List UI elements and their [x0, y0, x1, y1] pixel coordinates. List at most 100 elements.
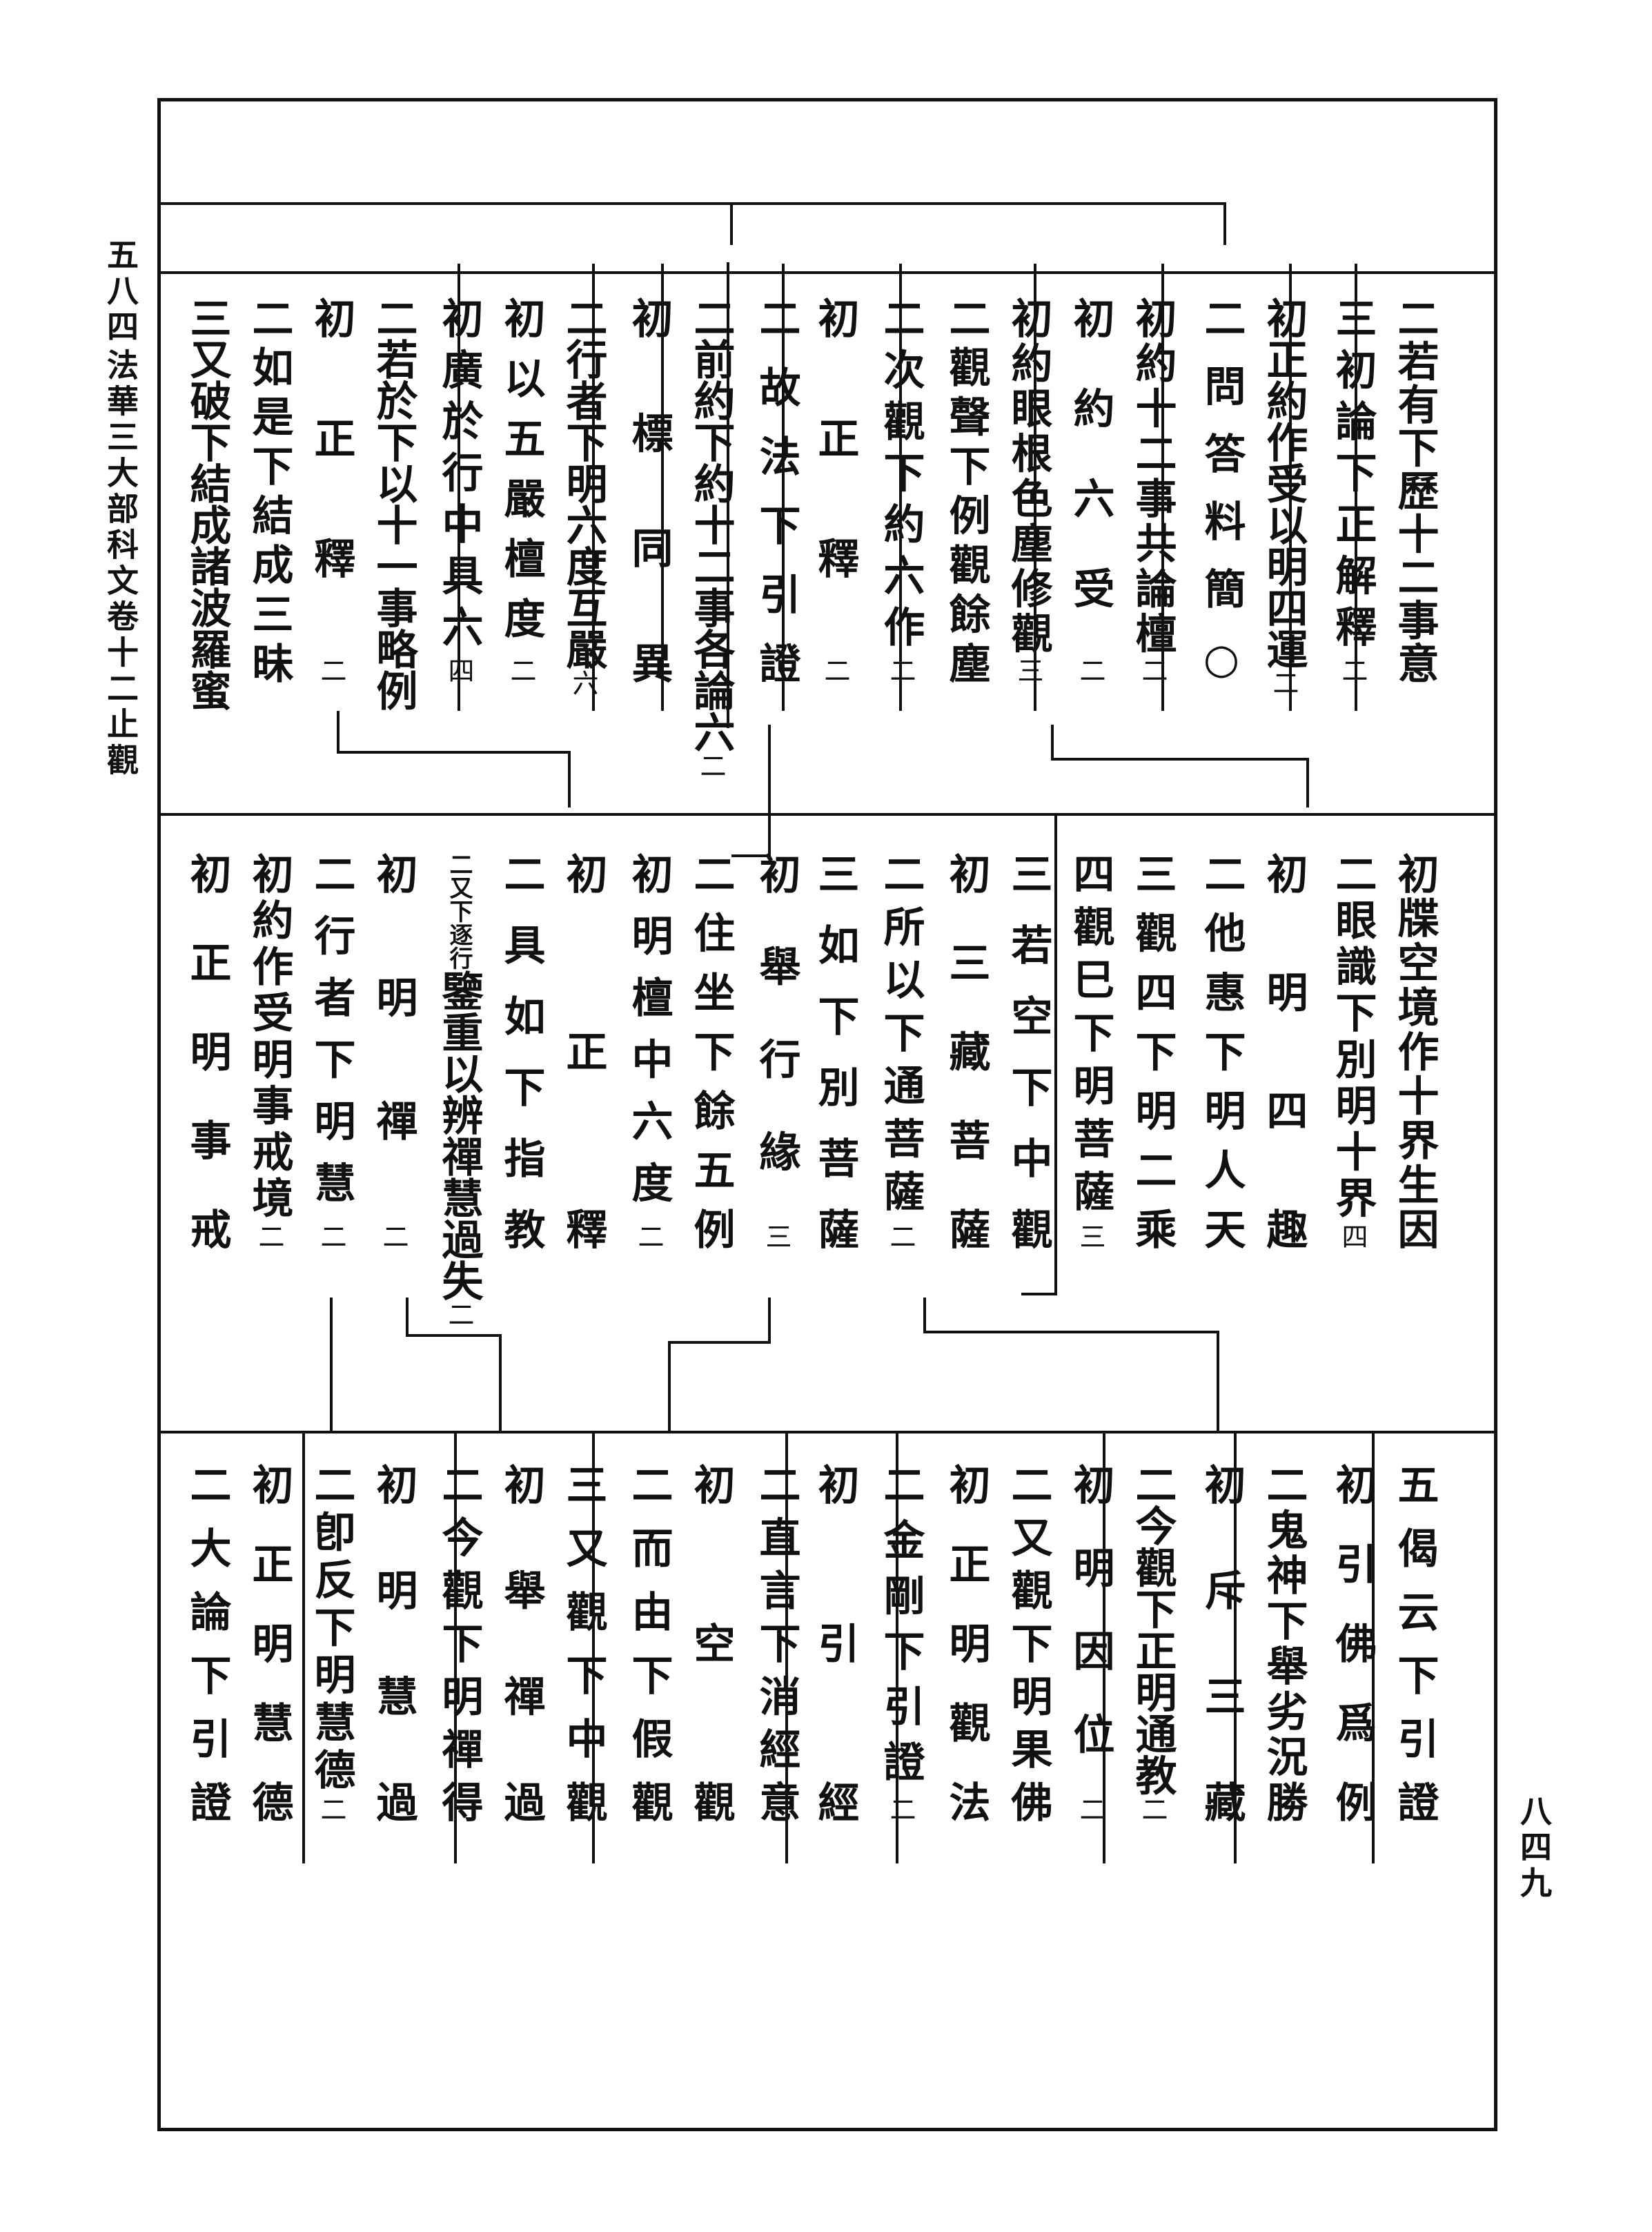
row2-heading: 初約作受明事戒境二	[245, 852, 293, 1249]
heading-text: 初空觀	[687, 1463, 735, 1822]
subdivision-count: 二	[444, 1301, 474, 1327]
subdivision-count: 二	[1075, 1796, 1105, 1822]
row1-heading: 初約十二事共論檀二	[1128, 297, 1177, 683]
heading-text: 五偈云下引證	[1390, 1463, 1439, 1822]
subdivision-count: 二	[885, 657, 916, 683]
heading-text: 二又觀下明果佛	[1004, 1463, 1052, 1822]
row3-heading: 五偈云下引證	[1390, 1463, 1439, 1822]
heading-text: 二他惠下明人天	[1197, 852, 1246, 1249]
row3-heading: 二直言下消經意	[752, 1463, 800, 1822]
row3-heading: 二金剛下引證二	[876, 1463, 925, 1822]
row3-heading: 初明因位二	[1066, 1463, 1114, 1822]
row2-heading: 初明四趣	[1259, 852, 1308, 1249]
heading-text: 初明四趣	[1259, 852, 1308, 1249]
row2-heading: 二行者下明慧二	[307, 852, 355, 1249]
row1-heading: 二前約下約十二事各論六二	[687, 297, 735, 779]
subdivision-count: 二	[1137, 1796, 1168, 1822]
row1-heading: 初約眼根色塵修觀三	[1004, 297, 1052, 683]
heading-text: 三若空下中觀	[1004, 852, 1052, 1249]
heading-text: 初正約作受以明四運	[1259, 297, 1308, 669]
heading-text: 二前約下約十二事各論六	[687, 297, 735, 752]
heading-text: 二具如下指教	[497, 852, 545, 1249]
row3-heading: 初正明慧德	[245, 1463, 293, 1822]
heading-text: 三如下別菩薩	[811, 852, 859, 1249]
row2-heading: 三若空下中觀	[1004, 852, 1052, 1249]
row1-heading: 初正釋二	[811, 297, 859, 683]
heading-text: 二次觀下約六作	[876, 297, 925, 657]
row3-heading: 二而由下假觀	[625, 1463, 673, 1822]
heading-text: 初明慧過	[369, 1463, 417, 1822]
subdivision-count: 三	[1013, 657, 1043, 683]
heading-text: 二大論下引證	[183, 1463, 231, 1822]
subdivision-count: 二	[316, 1223, 346, 1249]
heading-text: 初正釋	[307, 297, 355, 657]
subdivision-count: 二	[316, 657, 346, 683]
row1-heading: 初正約作受以明四運二	[1259, 297, 1308, 696]
row2-heading: 二又下逐行鑒重以辨禪慧過失二	[435, 852, 483, 1327]
heading-text: 初約眼根色塵修觀	[1004, 297, 1052, 657]
heading-text: 二鬼神下舉劣況勝	[1259, 1463, 1308, 1822]
heading-text: 初正明事戒	[183, 852, 231, 1249]
heading-text: 初約十二事共論檀	[1128, 297, 1177, 657]
heading-text: 初約六受	[1066, 297, 1114, 657]
row1-heading: 三又破下結成諸波羅蜜	[183, 297, 231, 711]
row2-heading: 初明禪二	[369, 852, 417, 1249]
row2-heading: 初三藏菩薩	[942, 852, 990, 1249]
subdivision-count: 三	[1075, 1223, 1105, 1249]
heading-text: 二今觀下明禪得	[435, 1463, 483, 1822]
heading-text: 初標同異	[625, 297, 673, 683]
row3-heading: 二大論下引證	[183, 1463, 231, 1822]
row1-heading: 二如是下結成三昧	[245, 297, 293, 683]
row1-heading: 二次觀下約六作二	[876, 297, 925, 683]
subdivision-count: 四	[444, 657, 474, 683]
subdivision-count: 二	[1337, 657, 1368, 683]
subdivision-count: 二	[378, 1223, 409, 1249]
heading-text: 初明因位	[1066, 1463, 1114, 1796]
subdivision-count: 二	[506, 657, 536, 683]
row2-heading: 初牒空境作十界生因	[1390, 852, 1439, 1249]
subdivision-count: 六	[568, 669, 598, 696]
heading-text: 二直言下消經意	[752, 1463, 800, 1822]
heading-text: 二若有下歷十二事意	[1390, 297, 1439, 683]
row1-heading: 初標同異	[625, 297, 673, 683]
heading-text: 三初論下正解釋	[1328, 297, 1377, 657]
heading-text: 二所以下通菩薩	[876, 852, 925, 1223]
row2-heading: 初正釋	[559, 852, 607, 1249]
row1-heading: 初正釋二	[307, 297, 355, 683]
heading-text: 初三藏菩薩	[942, 852, 990, 1249]
row2-heading: 初明檀中六度二	[625, 852, 673, 1249]
row3-heading: 二鬼神下舉劣況勝	[1259, 1463, 1308, 1822]
row2-heading: 二所以下通菩薩二	[876, 852, 925, 1249]
heading-text: 四觀巳下明菩薩	[1066, 852, 1114, 1223]
row2-heading: 初舉行緣三	[752, 852, 800, 1249]
heading-text: 三又破下結成諸波羅蜜	[183, 297, 231, 711]
heading-text: 二住坐下餘五例	[687, 852, 735, 1249]
page-number-bottom: 八四九	[1515, 1794, 1553, 1902]
row1-heading: 二行者下明六度互嚴六	[559, 297, 607, 696]
heading-text: 初舉禪過	[497, 1463, 545, 1822]
heading-text: 二如是下結成三昧	[245, 297, 293, 683]
subdivision-count: 二	[696, 752, 726, 779]
heading-text: 鑒重以辨禪慧過失	[435, 970, 483, 1301]
row1-heading: 初廣於行中具六四	[435, 297, 483, 683]
subdivision-count: 二	[254, 1223, 284, 1249]
row2-heading: 四觀巳下明菩薩三	[1066, 852, 1114, 1249]
interlinear-note: 二又下逐行	[445, 852, 473, 970]
heading-text: 二卽反下明慧德	[307, 1463, 355, 1796]
row2-heading: 二他惠下明人天	[1197, 852, 1246, 1249]
row3-heading: 二又觀下明果佛	[1004, 1463, 1052, 1822]
subdivision-count: 二	[633, 1223, 664, 1249]
subdivision-count: 二	[1268, 669, 1299, 696]
heading-text: 初明禪	[369, 852, 417, 1223]
row2-heading: 三觀四下明二乘	[1128, 852, 1177, 1249]
heading-text: 三又觀下中觀	[559, 1463, 607, 1822]
row2-heading: 三如下別菩薩	[811, 852, 859, 1249]
heading-text: 初明檀中六度	[625, 852, 673, 1223]
row2-heading: 二住坐下餘五例	[687, 852, 735, 1249]
heading-text: 初引經	[811, 1463, 859, 1822]
subdivision-count: 四	[1337, 1223, 1368, 1249]
row1-heading: 二若有下歷十二事意	[1390, 297, 1439, 683]
heading-text: 三觀四下明二乘	[1128, 852, 1177, 1249]
row1-heading: 二觀聲下例觀餘塵	[942, 297, 990, 683]
row3-heading: 二今觀下正明通教二	[1128, 1463, 1177, 1822]
